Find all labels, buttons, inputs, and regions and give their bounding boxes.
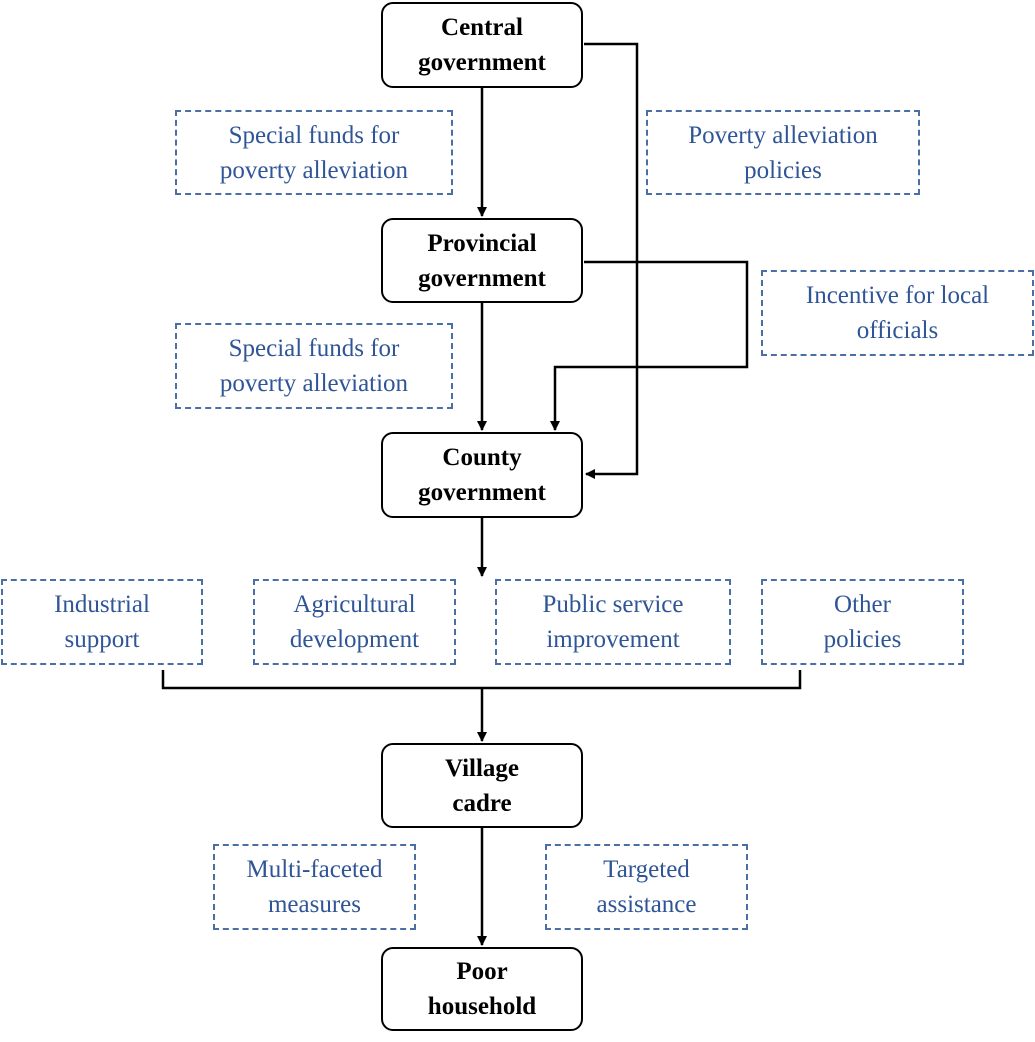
label-targeted-assistance: Targeted assistance bbox=[545, 844, 748, 930]
label-public-service-line2: improvement bbox=[546, 626, 680, 653]
node-county-line2: government bbox=[418, 479, 546, 506]
label-incentive-local-officials: Incentive for local officials bbox=[761, 270, 1034, 356]
label-special-funds-central-line1: Special funds for bbox=[228, 121, 400, 149]
node-poor-household: Poor household bbox=[381, 947, 583, 1031]
node-household-line2: household bbox=[427, 993, 537, 1020]
label-industrial-line1: Industrial bbox=[54, 591, 150, 618]
node-provincial-line2: government bbox=[418, 264, 546, 292]
node-county-government: County government bbox=[381, 432, 583, 518]
label-agricultural-line2: development bbox=[289, 626, 420, 653]
label-poverty-policies-line1: Poverty alleviation bbox=[688, 121, 878, 149]
label-incentive-line2: officials bbox=[856, 317, 939, 344]
label-special-funds-central: Special funds for poverty alleviation bbox=[175, 110, 453, 195]
node-county-line1: County bbox=[442, 444, 522, 471]
node-central-line1: Central bbox=[441, 14, 523, 41]
node-provincial-government: Provincial government bbox=[381, 218, 583, 303]
label-industrial-support: Industrial support bbox=[1, 579, 203, 665]
label-multi-faceted-line2: measures bbox=[267, 891, 362, 918]
label-other-policies: Other policies bbox=[761, 579, 964, 665]
label-targeted-line2: assistance bbox=[596, 891, 697, 918]
label-public-service-improvement: Public service improvement bbox=[495, 579, 731, 665]
node-household-line1: Poor bbox=[456, 958, 508, 985]
node-provincial-line1: Provincial bbox=[427, 229, 537, 257]
node-central-government: Central government bbox=[381, 2, 583, 88]
label-multi-faceted-line1: Multi-faceted bbox=[246, 856, 383, 883]
label-special-funds-provincial: Special funds for poverty alleviation bbox=[175, 323, 453, 409]
label-special-funds-provincial-line1: Special funds for bbox=[228, 335, 400, 362]
arrow-central-to-county bbox=[584, 42, 639, 479]
label-agricultural-development: Agricultural development bbox=[253, 579, 456, 665]
node-village-cadre: Village cadre bbox=[381, 743, 583, 828]
label-poverty-policies-line2: policies bbox=[744, 156, 822, 184]
label-special-funds-central-line2: poverty alleviation bbox=[219, 156, 409, 184]
arrow-provincial-incentive-loop bbox=[550, 260, 749, 431]
policies-bracket bbox=[161, 670, 802, 690]
label-incentive-line1: Incentive for local bbox=[805, 282, 990, 309]
label-other-policies-line1: Other bbox=[834, 591, 891, 618]
label-other-policies-line2: policies bbox=[823, 626, 902, 653]
label-agricultural-line1: Agricultural bbox=[293, 591, 416, 618]
node-central-line2: government bbox=[418, 49, 546, 76]
label-targeted-line1: Targeted bbox=[603, 856, 690, 883]
label-special-funds-provincial-line2: poverty alleviation bbox=[219, 370, 409, 397]
label-poverty-alleviation-policies: Poverty alleviation policies bbox=[646, 110, 920, 195]
label-public-service-line1: Public service bbox=[542, 591, 684, 618]
node-village-line2: cadre bbox=[452, 789, 512, 817]
label-industrial-line2: support bbox=[64, 626, 140, 653]
label-multi-faceted-measures: Multi-faceted measures bbox=[213, 844, 416, 930]
node-village-line1: Village bbox=[444, 754, 520, 782]
